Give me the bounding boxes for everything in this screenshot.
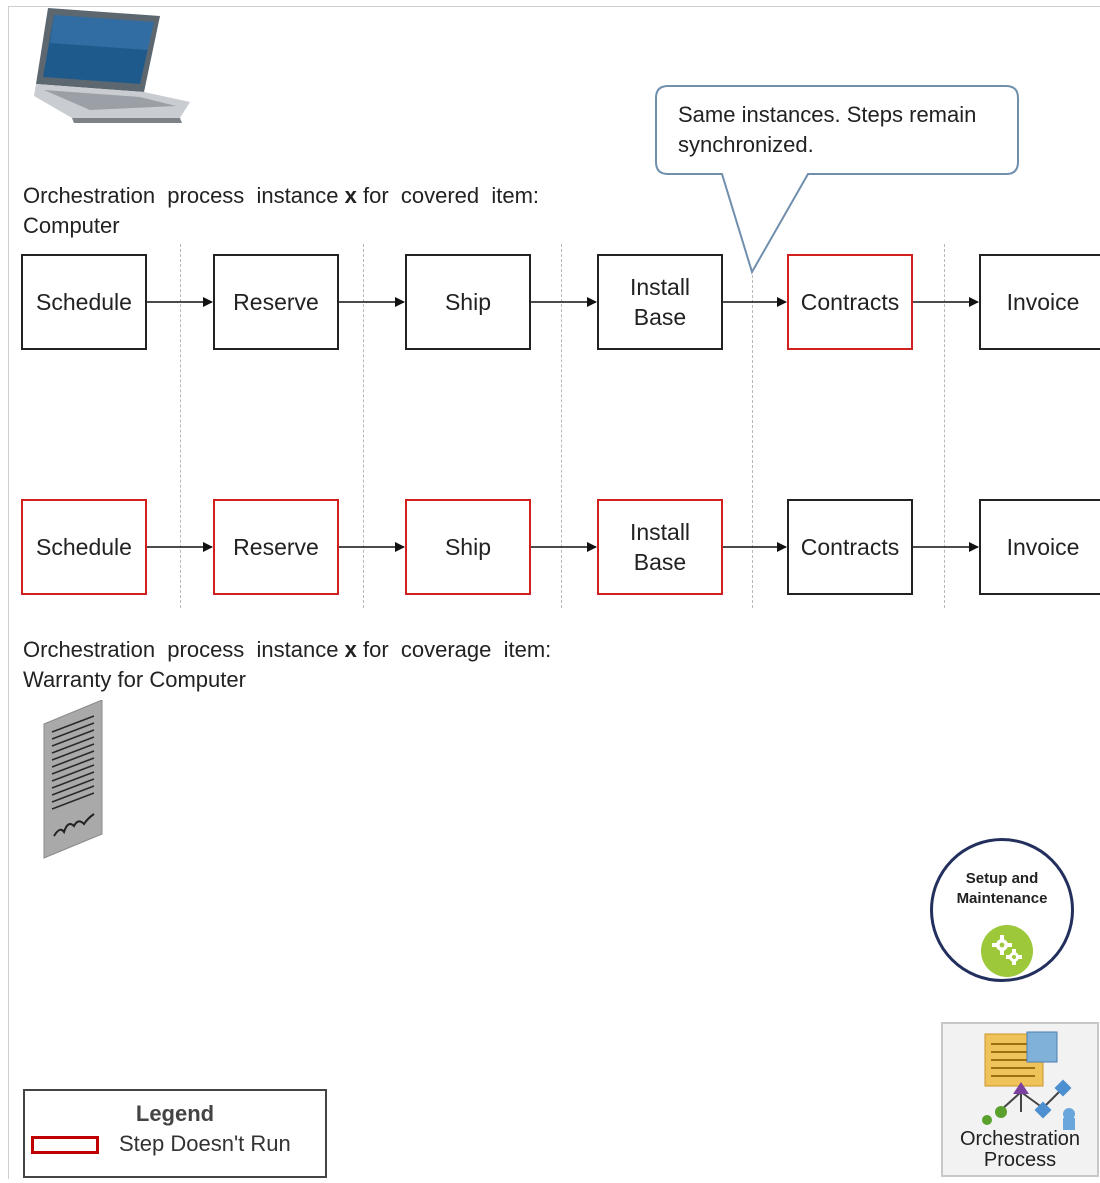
legend-title: Legend [135,1101,215,1126]
separator-line [363,244,364,608]
top-caption-item: Computer [23,213,120,238]
step-label: Reserve [233,534,319,560]
step-schedule: Schedule [21,499,147,595]
bottom-caption-suffix: for coverage item: [362,637,552,662]
laptop-icon [34,8,190,123]
setup-and-maintenance-badge[interactable]: Setup and Maintenance [930,838,1074,982]
step-schedule: Schedule [21,254,147,350]
callout-text: Same instances. Steps remain synchronize… [678,102,977,157]
separator-line [944,244,945,608]
step-label: Contracts [800,289,900,315]
legend-item-label: Step Doesn't Run [119,1131,291,1156]
orchestration-process-icon [982,1031,1075,1130]
orchestration-process-tile[interactable]: Orchestration Process [941,1022,1099,1177]
legend: Legend Step Doesn't Run [23,1089,327,1178]
separator-line [752,270,753,608]
callout-bubble [655,85,1019,275]
top-caption-variable: x [344,183,357,208]
top-caption-prefix: Orchestration process instance [23,183,339,208]
step-label: Install Base [629,519,691,575]
step-invoice: Invoice [979,499,1100,595]
legend-swatch [31,1136,99,1154]
separator-line [561,244,562,608]
orchestration-process-label: Orchestration Process [959,1128,1081,1171]
diagram-frame [8,6,1100,1179]
top-caption-suffix: for covered item: [362,183,540,208]
step-install-base: Install Base [597,499,723,595]
step-ship: Ship [405,499,531,595]
top-row-caption: Orchestration process instance x for cov… [23,181,539,241]
step-label: Invoice [1006,534,1080,560]
step-invoice: Invoice [979,254,1100,350]
step-label: Ship [444,534,492,560]
step-label: Invoice [1006,289,1080,315]
step-install-base: Install Base [597,254,723,350]
document-icon [43,700,103,859]
step-contracts: Contracts [787,499,913,595]
bottom-row-caption: Orchestration process instance x for cov… [23,635,551,695]
step-label: Schedule [36,534,132,560]
bottom-caption-variable: x [344,637,357,662]
step-reserve: Reserve [213,499,339,595]
step-contracts: Contracts [787,254,913,350]
separator-line [180,244,181,608]
step-label: Schedule [36,289,132,315]
step-label: Install Base [629,274,691,330]
gears-icon [981,925,1033,977]
step-label: Ship [444,289,492,315]
step-label: Reserve [233,289,319,315]
step-ship: Ship [405,254,531,350]
badge-title: Setup and Maintenance [956,870,1048,907]
step-reserve: Reserve [213,254,339,350]
bottom-caption-prefix: Orchestration process instance [23,637,339,662]
bottom-caption-item: Warranty for Computer [23,667,246,692]
step-label: Contracts [800,534,900,560]
